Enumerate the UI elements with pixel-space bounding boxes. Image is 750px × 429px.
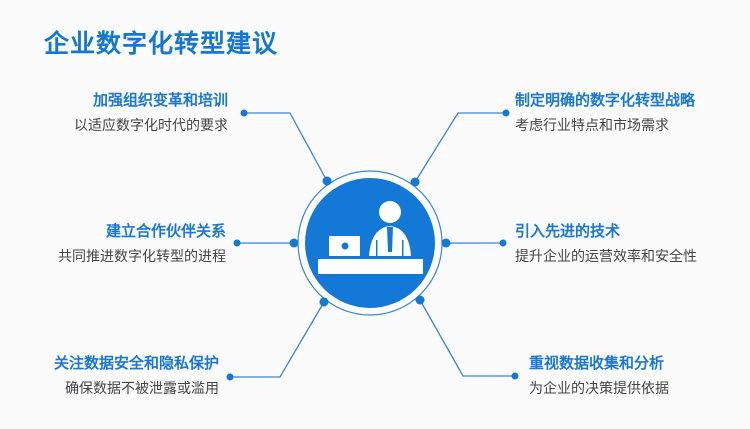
suggestion-data-security: 关注数据安全和隐私保护 确保数据不被泄露或滥用: [0, 353, 219, 399]
suggestion-heading: 关注数据安全和隐私保护: [53, 354, 219, 372]
person-at-desk-icon: [318, 201, 423, 274]
suggestion-desc: 共同推进数字化转型的进程: [58, 249, 226, 265]
connector-line: [414, 112, 506, 183]
connector-dots: [226, 109, 519, 381]
suggestion-heading: 加强组织变革和培训: [92, 91, 228, 109]
suggestion-heading: 制定明确的数字化转型战略: [515, 91, 696, 109]
suggestion-heading: 引入先进的技术: [515, 222, 621, 240]
page-title: 企业数字化转型建议: [44, 29, 279, 58]
suggestion-technology: 引入先进的技术 提升企业的运营效率和安全性: [515, 221, 750, 267]
suggestion-heading: 建立合作伙伴关系: [105, 222, 226, 240]
suggestion-strategy: 制定明确的数字化转型战略 考虑行业特点和市场需求: [515, 90, 750, 136]
suggestion-desc: 为企业的决策提供依据: [529, 381, 669, 397]
suggestion-desc: 考虑行业特点和市场需求: [515, 118, 669, 134]
suggestion-desc: 确保数据不被泄露或滥用: [65, 381, 219, 397]
suggestion-data-analysis: 重视数据收集和分析 为企业的决策提供依据: [529, 353, 750, 399]
suggestion-org-change: 加强组织变革和培训 以适应数字化时代的要求: [0, 90, 228, 136]
suggestion-partnership: 建立合作伙伴关系 共同推进数字化转型的进程: [0, 221, 226, 267]
suggestion-desc: 提升企业的运营效率和安全性: [515, 249, 697, 265]
connector-line: [244, 112, 328, 182]
connector-line: [419, 299, 515, 377]
suggestion-desc: 以适应数字化时代的要求: [74, 118, 228, 134]
suggestion-heading: 重视数据收集和分析: [529, 354, 665, 372]
center-circle: [305, 178, 435, 308]
connector-line: [230, 301, 325, 378]
